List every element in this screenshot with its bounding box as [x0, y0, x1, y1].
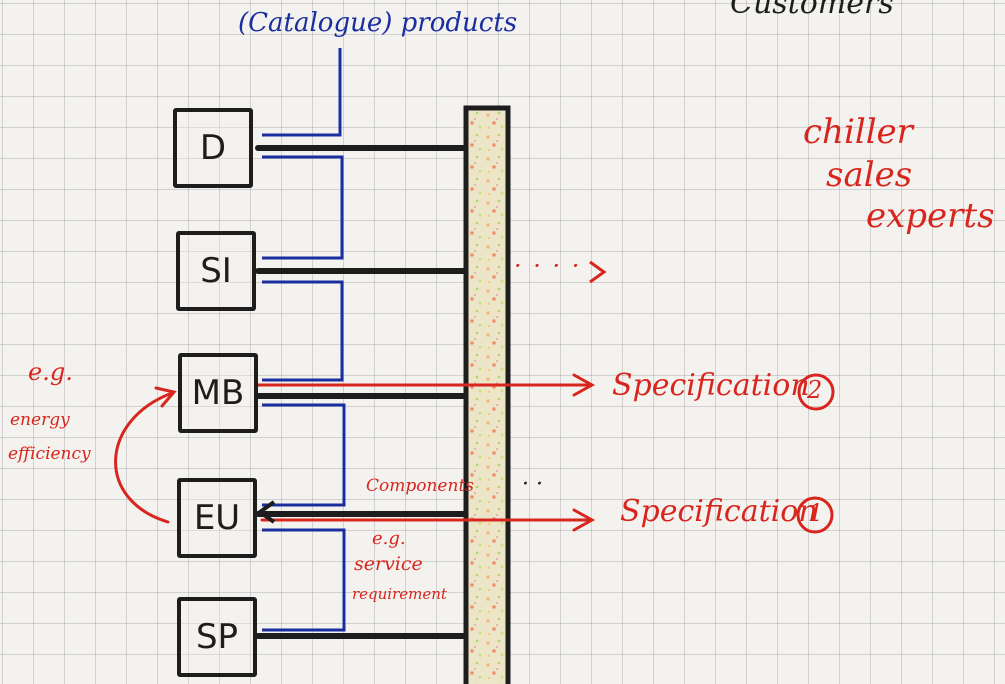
catalogue-feed-lines	[262, 48, 346, 632]
eu-incoming-arrow	[256, 500, 276, 524]
eg-service-label: e.g.	[372, 528, 406, 549]
energy-label: energy	[10, 410, 70, 430]
spec1-number: 1	[808, 499, 824, 527]
components-label: Components	[366, 476, 474, 496]
sales-experts-line-2: sales	[826, 155, 913, 195]
node-eu: EU	[177, 478, 257, 558]
customer-channel-bar	[463, 105, 511, 684]
spec2-circle	[797, 373, 835, 411]
si-ellipsis: · · · ·	[514, 252, 582, 280]
catalogue-products-label: (Catalogue) products	[238, 8, 518, 38]
eu-ellipsis: · ·	[522, 472, 543, 497]
service-label: service	[354, 553, 423, 575]
channel-connections	[255, 145, 471, 639]
spec-arrows	[114, 373, 596, 532]
efficiency-label: efficiency	[8, 444, 91, 464]
eg-label: e.g.	[28, 358, 73, 386]
spec1-circle	[796, 496, 834, 534]
sales-experts-line-1: chiller	[803, 112, 913, 152]
si-dotted-arrow	[589, 260, 607, 284]
spec1-label: Specification	[620, 494, 818, 529]
node-sp: SP	[177, 597, 257, 677]
node-si: SI	[176, 231, 256, 311]
requirement-label: requirement	[352, 585, 447, 603]
spec2-label: Specification	[612, 368, 810, 403]
spec2-number: 2	[807, 376, 823, 404]
sales-experts-line-3: experts	[866, 196, 995, 236]
node-d: D	[173, 108, 253, 188]
customers-label: Customers	[730, 0, 894, 21]
node-mb: MB	[178, 353, 258, 433]
